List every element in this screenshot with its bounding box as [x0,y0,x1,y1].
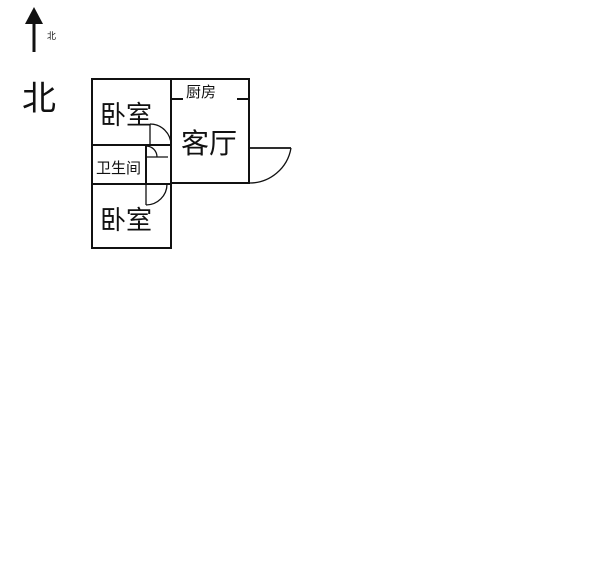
entrance-door-arc [248,147,292,184]
room-label-kitchen: 厨房 [186,83,216,101]
doors [145,123,292,206]
north-arrow-icon [25,7,43,52]
room-label-bedroom-north: 卧室 [100,101,152,131]
walls [91,78,250,249]
door-swing-arc [145,183,168,206]
room-label-living-room: 客厅 [181,127,237,160]
door-swing-arc [145,145,158,158]
room-label-bedroom-south: 卧室 [100,206,152,236]
living-room-wall [170,78,250,184]
door-swing-arc [149,123,172,146]
compass-small-label: 北 [47,31,56,42]
bedroom-south-wall [91,183,172,249]
room-label-bathroom: 卫生间 [96,159,141,177]
compass-large-label: 北 [22,79,56,119]
